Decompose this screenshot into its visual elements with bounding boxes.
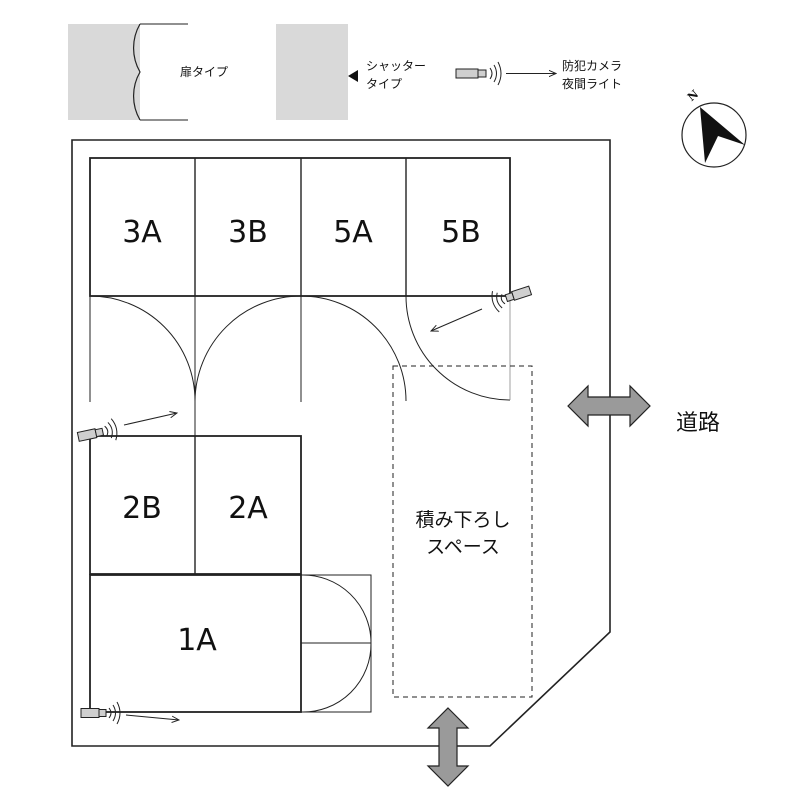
north-arrow-icon — [700, 107, 745, 163]
legend-camera-label-2: 夜間ライト — [562, 76, 622, 91]
legend-camera: 防犯カメラ 夜間ライト — [455, 58, 622, 91]
legend-door-type: 扉タイプ — [68, 23, 228, 121]
camera-bottom-left — [80, 701, 179, 725]
unit-5B[interactable]: 5B — [441, 215, 481, 250]
unit-2B[interactable]: 2B — [122, 491, 162, 526]
door-swing-1A — [300, 574, 372, 713]
unit-row-top: 3A 3B 5A 5B — [89, 157, 511, 297]
camera-icon — [455, 61, 502, 86]
legend-shutter-label-2: タイプ — [366, 77, 402, 91]
legend: 扉タイプ シャッター タイプ 防犯カメラ 夜間ライト — [68, 23, 622, 121]
legend-shutter-type: シャッター タイプ — [276, 24, 426, 120]
road-access-arrow-vertical — [426, 707, 470, 787]
legend-door-label: 扉タイプ — [180, 65, 228, 79]
unit-5A[interactable]: 5A — [333, 215, 373, 250]
unit-3A[interactable]: 3A — [122, 215, 162, 250]
road-access-arrow-horizontal — [567, 384, 651, 428]
legend-camera-label-1: 防犯カメラ — [562, 58, 622, 73]
camera-top-right — [431, 285, 533, 331]
loading-space-label-2: スペース — [426, 536, 500, 558]
compass: N — [681, 88, 747, 168]
unit-2A[interactable]: 2A — [228, 491, 268, 526]
shutter-swatch — [276, 24, 348, 120]
shutter-marker-icon — [348, 70, 358, 82]
unit-1A[interactable]: 1A — [177, 623, 217, 658]
unit-row-bottom: 1A — [89, 574, 302, 713]
loading-space-label-1: 積み下ろし — [415, 509, 510, 531]
door-swatch — [68, 24, 140, 120]
camera-icon — [80, 701, 121, 725]
legend-shutter-label-1: シャッター — [366, 59, 426, 73]
road-label: 道路 — [676, 411, 720, 436]
unit-row-middle: 2B 2A — [89, 435, 302, 575]
loading-space-area — [392, 365, 533, 698]
loading-space: 積み下ろし スペース — [392, 365, 533, 698]
camera-icon — [76, 418, 118, 442]
camera-middle-left — [76, 413, 177, 442]
site-boundary — [71, 139, 611, 747]
door-swings-top — [89, 295, 511, 436]
camera-icon — [491, 285, 533, 313]
north-label: N — [685, 88, 701, 104]
unit-3B[interactable]: 3B — [228, 215, 268, 250]
door-swing-icon — [133, 23, 141, 121]
